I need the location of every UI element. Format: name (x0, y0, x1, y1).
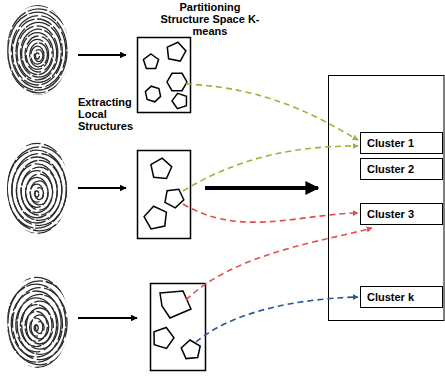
fingerprint-ridge (17, 26, 58, 80)
local-structure (144, 206, 166, 229)
local-structures (143, 42, 200, 358)
local-structure (181, 340, 200, 359)
fingerprint-ridge (7, 147, 71, 231)
fingerprint-ridge (3, 140, 76, 236)
fingerprint-ridge (8, 12, 67, 90)
fingerprint-ridge (34, 50, 43, 62)
fingerprint-image (0, 0, 81, 375)
arrow (205, 186, 318, 190)
fingerprint-ridge (2, 277, 70, 367)
local-structure (145, 86, 160, 102)
arrow (78, 317, 137, 319)
structure-box (138, 151, 191, 239)
fingerprint-ridge (22, 33, 54, 75)
local-structure (172, 93, 187, 108)
local-structure (160, 291, 191, 318)
cluster-label: Cluster 1 (367, 137, 414, 149)
local-structure (154, 328, 174, 349)
assignment-curve (196, 297, 358, 342)
fingerprint-ridge (31, 46, 44, 64)
fingerprint-ridge (20, 29, 56, 77)
local-structure (167, 73, 187, 90)
fingerprint-ridge (11, 16, 66, 88)
fingerprint-ridge (12, 154, 67, 226)
fingerprint-ridge (7, 150, 66, 228)
fingerprint-ridge (17, 160, 62, 220)
structure-box (138, 38, 191, 113)
step-label: Extracting Local Structures (78, 96, 144, 132)
cluster-box: Cluster 3 (360, 203, 443, 225)
step-label: Partitioning Structure Space K-means (160, 1, 260, 37)
cluster-box: Cluster 1 (360, 132, 443, 154)
fingerprint-image (0, 267, 81, 375)
fingerprint-ridge (0, 0, 80, 103)
fingerprint-image (0, 133, 80, 241)
fingerprint-ridge (12, 157, 62, 223)
fingerprint-image (0, 0, 80, 103)
cluster-label: Cluster k (367, 291, 414, 303)
fingerprint-ridge (0, 137, 76, 239)
cluster-label: Cluster 3 (367, 208, 414, 220)
assignment-curve (186, 228, 372, 300)
fingerprint-ridge (0, 133, 80, 241)
step-label: Partitioning Structure Space K-means (160, 1, 260, 37)
fingerprint-ridge (0, 0, 76, 101)
cluster-box: Cluster k (360, 286, 443, 308)
arrow (78, 54, 126, 56)
fingerprint-ridge (0, 271, 75, 373)
fingerprint-ridge (3, 274, 76, 370)
structure-box (151, 284, 206, 371)
local-structure (167, 42, 186, 61)
assignment-curve (183, 204, 358, 222)
fingerprint-ridge (3, 5, 71, 95)
local-structure (151, 158, 172, 178)
fingerprint-ridge (7, 9, 71, 93)
fingerprint-ridge (3, 143, 71, 233)
assignment-curve (186, 84, 358, 140)
fingerprint-ridge (25, 36, 52, 72)
step-label: Extracting Local Structures (78, 96, 144, 132)
cluster-container (329, 76, 445, 321)
fingerprint-ridge (26, 39, 48, 69)
local-structure (165, 189, 184, 208)
cluster-box: Cluster 2 (360, 158, 443, 180)
assignment-curve (183, 146, 358, 191)
cluster-label: Cluster 2 (367, 163, 414, 175)
fingerprint-ridge (16, 22, 61, 82)
fingerprint-ridge (2, 2, 75, 98)
fingerprint-ridge (0, 267, 81, 375)
local-structure (143, 54, 158, 69)
arrow (78, 187, 126, 189)
fingerprint-ridge (30, 43, 48, 67)
fingerprint-ridge (35, 53, 39, 59)
fingerprint-ridge (12, 19, 62, 85)
